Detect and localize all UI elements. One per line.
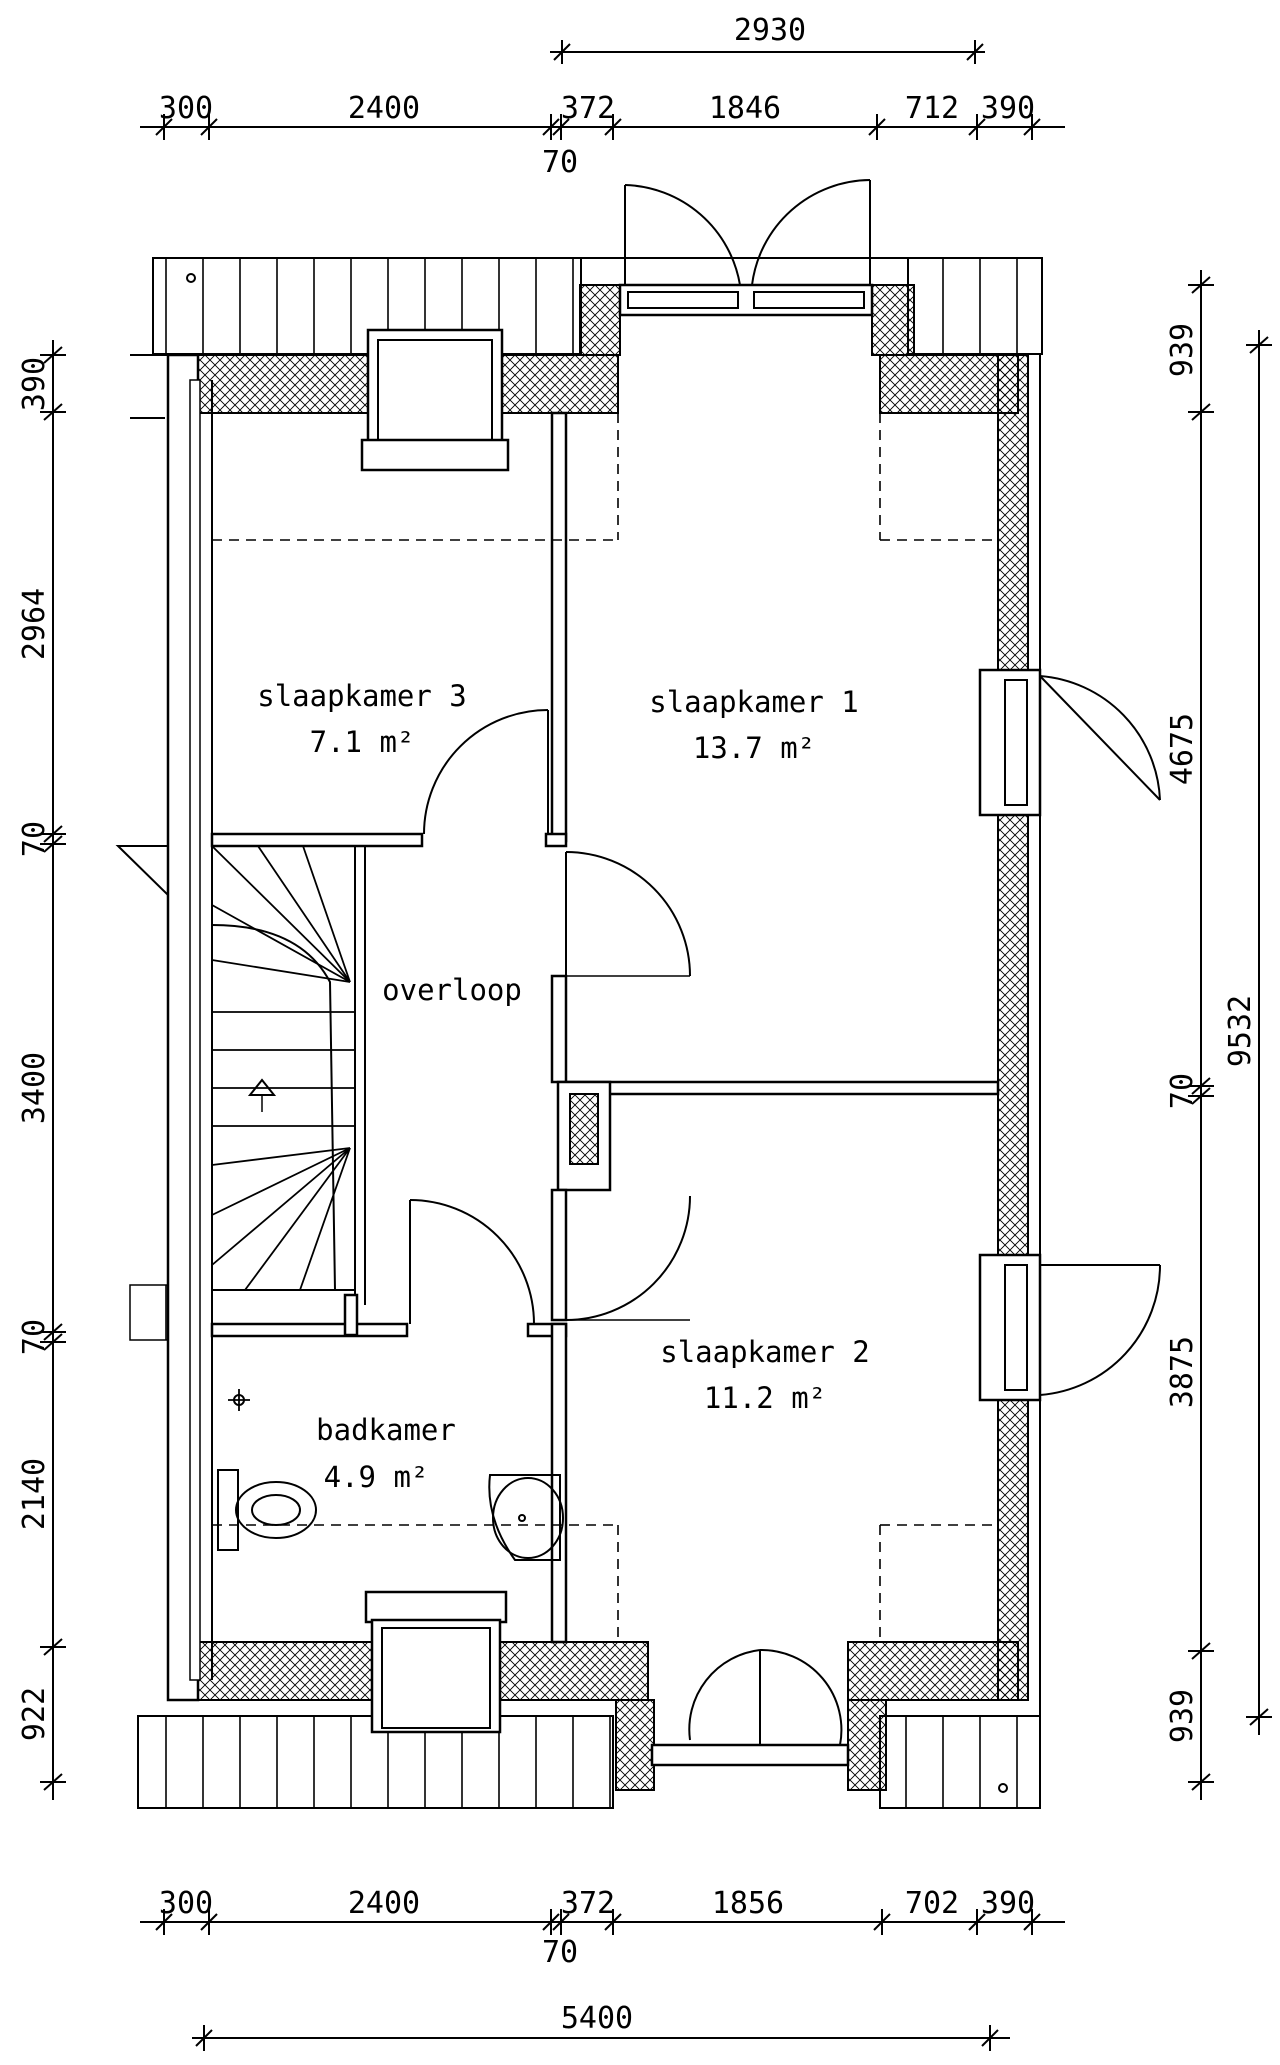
room-name: overloop: [382, 973, 522, 1007]
window-right-lower: [978, 1253, 1162, 1402]
dim-left-7: 922: [17, 1687, 52, 1741]
dim-top-2: 2400: [348, 91, 420, 126]
dim-bottom-5: 702: [905, 1886, 959, 1921]
bottom-dimension-chain: 300 2400 372 1856 702 390 70: [140, 1886, 1065, 1970]
room-area: 4.9 m²: [324, 1460, 429, 1494]
room-overloop: overloop: [382, 973, 522, 1007]
dim-top-sub: 70: [542, 145, 578, 180]
left-dimension-chain: 390 2964 70 3400 70 2140 922: [17, 340, 66, 1800]
dim-top-5: 712: [905, 91, 959, 126]
dormer-window-bottom-left: [364, 1590, 508, 1734]
dim-bottom-3: 372: [561, 1886, 615, 1921]
dim-bottom-sub: 70: [542, 1935, 578, 1970]
dim-top-6: 390: [981, 91, 1035, 126]
dim-bottom-4: 1856: [712, 1886, 784, 1921]
room-badkamer: badkamer 4.9 m²: [316, 1413, 456, 1494]
right-dimension-overall: 9532: [1223, 330, 1272, 1735]
dim-left-1: 390: [17, 357, 52, 411]
sink-icon: [488, 1474, 564, 1561]
dim-top-overall: 2930: [734, 13, 806, 48]
dim-right-3: 70: [1165, 1073, 1200, 1109]
balcony-door-bottom: [650, 1648, 850, 1767]
staircase: [211, 845, 356, 1291]
dim-top-1: 300: [159, 91, 213, 126]
dim-left-6: 2140: [17, 1458, 52, 1530]
door-slaapkamer-3: [423, 709, 549, 835]
dormer-window-top-left: [360, 328, 510, 472]
dim-right-2: 4675: [1165, 713, 1200, 785]
dim-bottom-1: 300: [159, 1886, 213, 1921]
dim-left-2: 2964: [17, 588, 52, 660]
window-right-upper: [978, 668, 1161, 817]
room-slaapkamer-1: slaapkamer 1 13.7 m²: [649, 685, 859, 765]
dim-top-4: 1846: [709, 91, 781, 126]
dim-left-4: 3400: [17, 1052, 52, 1124]
top-dimension-overall: 2930: [550, 13, 985, 64]
dim-right-1: 939: [1165, 323, 1200, 377]
dim-left-3: 70: [17, 821, 52, 857]
room-name: slaapkamer 1: [649, 685, 859, 719]
room-slaapkamer-3: slaapkamer 3 7.1 m²: [257, 679, 467, 759]
room-name: slaapkamer 3: [257, 679, 467, 713]
bottom-dimension-overall: 5400: [192, 2001, 1010, 2051]
door-slaapkamer-2: [565, 1195, 691, 1321]
room-slaapkamer-2: slaapkamer 2 11.2 m²: [660, 1335, 870, 1415]
dim-right-overall: 9532: [1223, 995, 1258, 1067]
dim-bottom-2: 2400: [348, 1886, 420, 1921]
door-slaapkamer-1: [565, 851, 691, 977]
right-dimension-chain: 939 4675 70 3875 939: [1165, 270, 1214, 1800]
dim-bottom-6: 390: [981, 1886, 1035, 1921]
dim-right-4: 3875: [1165, 1336, 1200, 1408]
top-dimension-chain: 300 2400 372 1846 712 390 70: [140, 91, 1065, 180]
roof-eave-bottom: [137, 1715, 1041, 1809]
room-area: 13.7 m²: [693, 731, 815, 765]
room-area: 11.2 m²: [704, 1381, 826, 1415]
room-area: 7.1 m²: [310, 725, 415, 759]
roof-slope-lines: [212, 413, 998, 1642]
dim-top-3: 372: [561, 91, 615, 126]
dim-left-5: 70: [17, 1319, 52, 1355]
room-name: slaapkamer 2: [660, 1335, 870, 1369]
dim-bottom-overall: 5400: [561, 2001, 633, 2036]
interior-walls: [115, 411, 1000, 1644]
balcony-doors-top: [618, 179, 874, 317]
extractor-icon: [228, 1389, 250, 1411]
door-badkamer: [409, 1199, 535, 1325]
toilet-icon: [217, 1469, 317, 1551]
dim-right-5: 939: [1165, 1689, 1200, 1743]
exterior-walls: [166, 284, 1041, 1791]
room-name: badkamer: [316, 1413, 456, 1447]
